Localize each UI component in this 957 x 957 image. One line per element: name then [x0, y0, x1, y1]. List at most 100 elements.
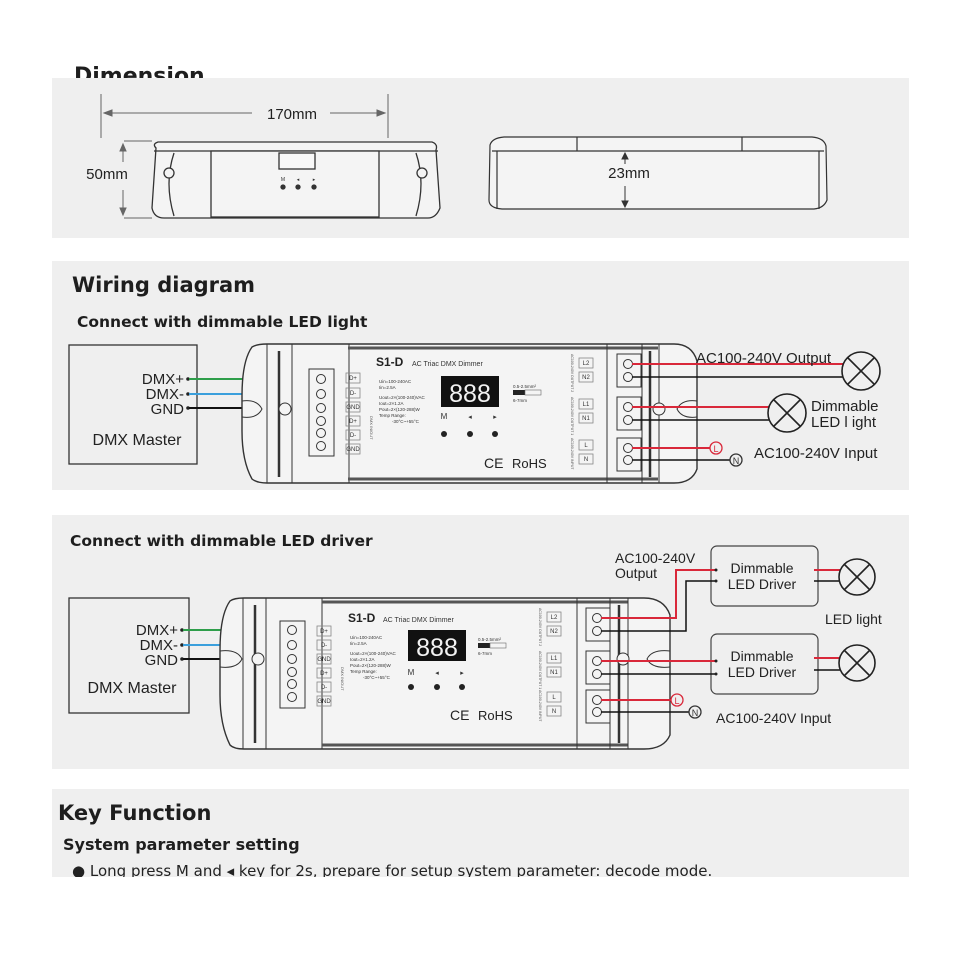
wiring-device-left-terminals-3-text: D+	[349, 419, 357, 425]
rect-shape	[316, 695, 332, 707]
wiring-device-right-terminals-4-text: L	[584, 443, 588, 449]
wiring-device-output2-label-text: AC100-240V OUTPUT 2	[570, 354, 574, 392]
pin-dmx-minus-label: DMX-	[146, 386, 184, 403]
path-shape	[219, 650, 243, 668]
wiring-device-left-terminals-1-text: D-	[321, 643, 327, 649]
key-function-bullet: ● Long press M and ◂ key for 2s, prepare…	[72, 862, 712, 877]
input-label: AC100-240V Input	[754, 445, 878, 462]
wiring-panel-led-driver: Connect with dimmable LED driver DMX+ DM…	[52, 515, 909, 769]
wiring-device-phase-L-text: L	[674, 696, 679, 706]
rect-shape	[616, 396, 642, 431]
wiring-device-keys-0-text: M	[441, 412, 448, 421]
wiring-device-right-terminals-5-text: N	[584, 457, 588, 463]
g-shape: Uin=100-240AC Iin=2.5A Uout=2×(100-240)V…	[350, 635, 396, 680]
circle-shape	[163, 167, 175, 179]
path-shape	[488, 136, 828, 210]
wiring-device-left-terminals-5-text: GND	[346, 447, 360, 453]
circle-shape	[180, 643, 184, 647]
dimension-panel: Dimension 170mm 50mm	[52, 64, 909, 238]
output-label: AC100-240V Output	[696, 350, 832, 367]
circle-shape	[416, 167, 428, 179]
rect-shape	[616, 353, 642, 388]
wiring-device-specs-2-text: Uout=2×(100-240)VAC	[350, 651, 396, 656]
led-driver-box-2	[710, 633, 819, 695]
rect-shape	[546, 691, 562, 703]
g-shape: Uin=100-240AC Iin=2.5A Uout=2×(100-240)V…	[379, 379, 425, 424]
wiring-device-left-terminals-4-text: D-	[321, 685, 327, 691]
seven-segment-display	[441, 376, 499, 407]
front-display-window	[278, 152, 316, 170]
circle-shape	[278, 402, 292, 416]
wiring-device-left-terminals-5-text: GND	[317, 699, 331, 705]
rect-shape	[578, 357, 594, 369]
circle-shape	[623, 372, 633, 382]
wiring-device-keys-2-text: ▸	[493, 414, 497, 421]
rect-shape	[546, 611, 562, 623]
line-shape	[843, 649, 871, 677]
rect-shape	[578, 412, 594, 424]
line-shape	[847, 357, 875, 385]
circle-shape	[652, 402, 666, 416]
bullet-icon: ●	[72, 862, 86, 877]
circle-shape	[714, 579, 718, 583]
circle-shape	[592, 707, 602, 717]
front-key-right-label: ▸	[313, 177, 316, 183]
key-function-title: Key Function	[58, 801, 212, 825]
path-shape	[241, 400, 263, 418]
rect-shape	[524, 389, 542, 396]
ce-mark: CE	[484, 455, 503, 471]
rect-shape	[345, 429, 361, 441]
rect-shape	[489, 642, 507, 649]
rect-shape	[316, 639, 332, 651]
wiring-diagram2-driver-label-2-text: LED Driver	[728, 576, 797, 592]
wiring-device-left-terminals-1-text: D-	[350, 391, 356, 397]
wiring-device-right-terminals-4-text: L	[552, 695, 556, 701]
pin-dmx-plus-label: DMX+	[142, 371, 184, 388]
wiring-device-rohs-text: RoHS	[478, 708, 513, 723]
circle-shape	[287, 625, 297, 635]
output-label-line1: AC100-240V	[615, 550, 696, 566]
wiring-device-left-terminals-3-text: D+	[320, 671, 328, 677]
wiring-device-wire-spec-bottom-text: 6-7mm	[513, 398, 527, 403]
wiring-device-wire-spec-top-text: 0.5-2.5mm²	[513, 384, 537, 389]
rect-shape	[316, 653, 332, 665]
dmx-master-label: DMX Master	[93, 432, 183, 449]
circle-shape	[186, 392, 190, 396]
output-label-line2: Output	[615, 565, 657, 581]
rohs-mark: RoHS	[512, 456, 547, 471]
circle-shape	[459, 684, 465, 690]
circle-shape	[316, 389, 326, 399]
path-shape	[241, 343, 698, 484]
device-model-label: S1-D	[376, 355, 404, 369]
neutral-terminal-marker-2	[688, 705, 702, 719]
wiring-device-input-side-label-text: AC100-240V INPUT	[570, 438, 574, 470]
circle-shape	[623, 359, 633, 369]
circle-shape	[287, 692, 297, 702]
bullet-text: Long press M and ◂ key for 2s, prepare f…	[89, 862, 713, 877]
polygon-shape	[119, 207, 127, 217]
wiring-device-right-terminals-2-text: L1	[583, 402, 590, 408]
lamp-icon-4	[838, 644, 876, 682]
wiring-device-specs-4-text: Pout=2×(120-288)W	[350, 663, 392, 668]
side-view-body	[488, 136, 828, 210]
wiring-diagram2-master-pins-1-text: DMX-	[140, 637, 178, 654]
wiring-diagram-2: DMX+ DMX- GND DMX Master	[68, 545, 882, 750]
dimension-drawing: 170mm 50mm M ◂ ▸	[86, 94, 828, 219]
circle-shape	[186, 377, 190, 381]
rect-shape	[616, 437, 642, 472]
path-shape	[168, 152, 175, 217]
path-shape	[415, 152, 422, 217]
wiring-device-specs-0-text: Uin=100-240AC	[379, 379, 412, 384]
height-dimension-line	[119, 140, 152, 219]
polygon-shape	[621, 151, 629, 160]
wiring-device-keys-2-text: ▸	[460, 670, 464, 677]
circle-shape	[186, 406, 190, 410]
live-terminal-marker-2	[670, 693, 684, 707]
wiring-diagram2-driver-label-1-text: Dimmable	[730, 648, 793, 664]
lamp-icon-3	[838, 558, 876, 596]
wiring-device-specs-4-text: Pout=2×(120-288)W	[379, 407, 421, 412]
circle-shape	[311, 184, 317, 190]
dimmer-device-2: D+ D- GND D+ D- GND DMX IN/OUT S1-D AC T…	[219, 597, 671, 750]
wiring-device-output1-label-text: AC100-240V OUTPUT 1	[538, 651, 542, 689]
wiring-device-right-terminals-2-text: L1	[551, 656, 558, 662]
